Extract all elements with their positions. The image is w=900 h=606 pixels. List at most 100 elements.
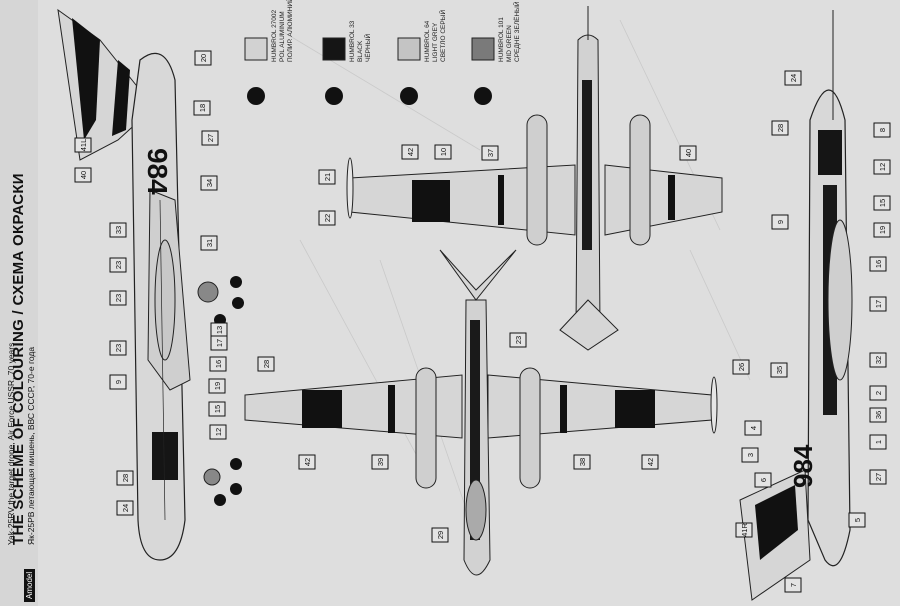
callout-bottom-3: 42 — [298, 454, 316, 470]
svg-text:41R: 41R — [740, 523, 749, 537]
svg-text:23: 23 — [114, 344, 123, 352]
callout-side_right-3: 12 — [873, 159, 891, 175]
svg-text:41L: 41L — [79, 139, 88, 152]
legend: HUMBROL 27002 POL ALUMINIUM ПОЛИР. АЛЮМИ… — [244, 0, 521, 105]
svg-text:HUMBROL 33: HUMBROL 33 — [349, 20, 356, 62]
side-right-number: 984 — [788, 444, 818, 488]
callout-side_left-10: 23 — [109, 340, 127, 356]
callout-side_right-9: 32 — [869, 352, 887, 368]
callout-top-5: 22 — [318, 210, 336, 226]
svg-text:40: 40 — [79, 171, 88, 179]
svg-text:BLACK: BLACK — [357, 40, 364, 62]
callout-top-2: 37 — [481, 145, 499, 161]
svg-text:24: 24 — [789, 74, 798, 82]
svg-text:26: 26 — [737, 363, 746, 371]
callout-bottom-1: 23 — [509, 332, 527, 348]
svg-text:32: 32 — [874, 356, 883, 364]
callout-side_left-7: 33 — [109, 222, 127, 238]
svg-text:42: 42 — [406, 148, 415, 156]
callout-side_left-17: 12 — [209, 424, 227, 440]
callout-side_right-1: 28 — [771, 120, 789, 136]
callout-side_right-8: 17 — [869, 296, 887, 312]
side-view-right: 984 — [739, 10, 853, 601]
callout-side_left-3: 34 — [200, 175, 218, 191]
svg-text:39: 39 — [376, 458, 385, 466]
callout-top-1: 10 — [434, 144, 452, 160]
callout-bottom-0: 28 — [257, 356, 275, 372]
svg-text:17: 17 — [215, 339, 224, 347]
svg-text:ЧЁРНЫЙ: ЧЁРНЫЙ — [363, 34, 372, 62]
callout-side_right-19: 5 — [848, 512, 866, 528]
svg-text:2: 2 — [874, 391, 883, 395]
callout-side_right-4: 9 — [771, 214, 789, 230]
svg-text:40: 40 — [684, 149, 693, 157]
top-view-plan — [346, 6, 723, 351]
svg-text:5: 5 — [853, 518, 862, 522]
callout-top-3: 40 — [679, 145, 697, 161]
callout-side_right-6: 19 — [873, 222, 891, 238]
svg-text:36: 36 — [874, 411, 883, 419]
svg-text:38: 38 — [578, 458, 587, 466]
callout-side_right-14: 27 — [869, 469, 887, 485]
legend-swatch-a: HUMBROL 27002 POL ALUMINIUM ПОЛИР. АЛЮМИ… — [244, 0, 294, 105]
callout-side_right-15: 4 — [744, 420, 762, 436]
callout-side_right-0: 24 — [784, 70, 802, 86]
svg-text:13: 13 — [215, 326, 224, 334]
svg-text:23: 23 — [114, 261, 123, 269]
callout-side_left-1: 18 — [193, 100, 211, 116]
svg-text:42: 42 — [646, 458, 655, 466]
callout-side_left-0: 20 — [194, 50, 212, 66]
svg-text:19: 19 — [213, 382, 222, 390]
svg-text:MID GREEN: MID GREEN — [506, 25, 513, 62]
callout-side_left-8: 23 — [109, 257, 127, 273]
svg-text:19: 19 — [878, 226, 887, 234]
callout-bottom-7: 29 — [431, 527, 449, 543]
svg-text:HUMBROL 64: HUMBROL 64 — [424, 20, 431, 62]
callout-bottom-6: 42 — [641, 454, 659, 470]
svg-text:20: 20 — [199, 54, 208, 62]
svg-text:35: 35 — [775, 366, 784, 374]
svg-text:23: 23 — [114, 294, 123, 302]
callout-side_right-2: 8 — [873, 122, 891, 138]
svg-text:15: 15 — [878, 199, 887, 207]
svg-text:23: 23 — [514, 336, 523, 344]
svg-text:ПОЛИР. АЛЮМИНИЙ: ПОЛИР. АЛЮМИНИЙ — [285, 0, 294, 62]
svg-text:18: 18 — [198, 104, 207, 112]
bottom-view-plan — [244, 249, 718, 576]
side-view-left: 984 — [57, 8, 221, 561]
svg-text:7: 7 — [789, 583, 798, 587]
callout-boxes: 201827343141L403323232391317161915122824… — [74, 50, 891, 593]
callout-side_left-9: 23 — [109, 290, 127, 306]
svg-text:СРЕДНЕ ЗЕЛЁНЫЙ: СРЕДНЕ ЗЕЛЁНЫЙ — [512, 1, 521, 62]
callout-top-4: 21 — [318, 169, 336, 185]
callout-side_left-11: 9 — [109, 374, 127, 390]
callout-side_left-5: 41L — [74, 137, 92, 153]
callout-side_right-20: 7 — [784, 577, 802, 593]
svg-text:LIGHT GREY: LIGHT GREY — [432, 22, 439, 62]
svg-text:22: 22 — [323, 214, 332, 222]
svg-text:28: 28 — [121, 474, 130, 482]
svg-text:HUMBROL 101: HUMBROL 101 — [498, 17, 505, 62]
callout-side_right-17: 6 — [754, 472, 772, 488]
svg-text:33: 33 — [114, 226, 123, 234]
svg-text:POL ALUMINIUM: POL ALUMINIUM — [279, 11, 286, 62]
callout-side_left-4: 31 — [200, 235, 218, 251]
svg-text:12: 12 — [214, 428, 223, 436]
callout-top-0: 42 — [401, 144, 419, 160]
svg-text:9: 9 — [776, 220, 785, 224]
callout-side_left-18: 28 — [116, 470, 134, 486]
callout-side_right-12: 36 — [869, 407, 887, 423]
background-lines — [279, 19, 751, 521]
callout-side_left-15: 19 — [208, 378, 226, 394]
callout-side_right-7: 16 — [869, 256, 887, 272]
callout-bottom-2: 26 — [732, 359, 750, 375]
svg-text:37: 37 — [486, 149, 495, 157]
svg-text:12: 12 — [878, 163, 887, 171]
svg-text:17: 17 — [874, 300, 883, 308]
title-sidebar: THE SCHEME OF COLOURING / СХЕМА ОКРАСКИ … — [0, 0, 38, 606]
callout-bottom-4: 39 — [371, 454, 389, 470]
callout-side_right-18: 3 — [741, 447, 759, 463]
svg-text:16: 16 — [214, 360, 223, 368]
svg-text:21: 21 — [323, 173, 332, 181]
callout-side_right-5: 15 — [873, 195, 891, 211]
